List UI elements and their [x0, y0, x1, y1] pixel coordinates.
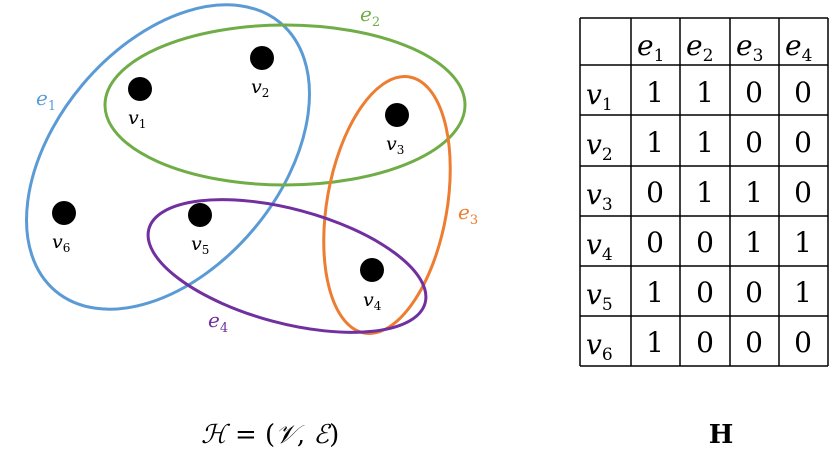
matrix-cell: 1: [696, 76, 714, 109]
matrix-col-header-e2: e2: [686, 29, 713, 66]
matrix-cell: 1: [646, 276, 664, 309]
matrix-cell: 0: [646, 176, 664, 209]
edge-label-e2: e2: [360, 2, 380, 30]
matrix-cell: 0: [745, 276, 763, 309]
edge-label-e3: e3: [458, 200, 478, 228]
vertex-v1: [128, 77, 152, 101]
vertex-label-v1: v1: [128, 107, 146, 131]
matrix-cell: 1: [794, 226, 812, 259]
hyperedge-e2: [103, 23, 467, 187]
hyperedge-e3: [322, 75, 452, 335]
hyperedge-e1: [25, 3, 311, 311]
matrix-cell: 1: [794, 276, 812, 309]
matrix-cell: 0: [696, 276, 714, 309]
vertex-label-v4: v4: [363, 289, 382, 313]
vertex-v2: [250, 46, 274, 70]
incidence-matrix: [579, 17, 829, 367]
vertex-label-v6: v6: [52, 231, 70, 255]
matrix-cell: 1: [745, 226, 763, 259]
vertex-v5: [188, 203, 212, 227]
matrix-cell: 0: [696, 326, 714, 359]
matrix-col-header-e1: e1: [637, 29, 664, 66]
vertex-label-v3: v3: [386, 133, 404, 157]
edge-label-e1: e1: [36, 86, 56, 114]
matrix-cell: 0: [646, 226, 664, 259]
vertex-v3: [385, 103, 409, 127]
matrix-cell: 1: [696, 126, 714, 159]
edge-label-e4: e4: [208, 308, 228, 336]
matrix-row-header-v4: v4: [586, 228, 613, 265]
matrix-cell: 1: [646, 326, 664, 359]
hypergraph-caption: ℋ = (𝒱, ℰ): [201, 420, 339, 450]
matrix-cell: 0: [745, 326, 763, 359]
matrix-cell: 1: [646, 126, 664, 159]
matrix-cell: 0: [794, 126, 812, 159]
matrix-cell: 1: [696, 176, 714, 209]
matrix-col-header-e3: e3: [736, 29, 763, 66]
matrix-cells: 1 1 0 0 1 1 0 0 0 1 1 0 0 0 1 1 1 0 0 1 …: [646, 76, 812, 359]
vertex-label-v2: v2: [251, 76, 269, 100]
matrix-cell: 0: [696, 226, 714, 259]
matrix-row-header-v1: v1: [586, 78, 613, 115]
matrix-row-header-v2: v2: [586, 128, 613, 165]
matrix-cell: 0: [794, 326, 812, 359]
matrix-col-header-e4: e4: [785, 29, 812, 66]
matrix-cell: 0: [794, 176, 812, 209]
matrix-row-header-v5: v5: [586, 278, 613, 315]
matrix-row-header-v3: v3: [586, 178, 613, 215]
matrix-row-header-v6: v6: [586, 328, 613, 365]
matrix-cell: 1: [745, 176, 763, 209]
vertex-v4: [360, 258, 384, 282]
matrix-cell: 0: [745, 126, 763, 159]
vertex-v6: [52, 201, 76, 225]
vertex-label-v5: v5: [191, 233, 209, 257]
matrix-caption: H: [709, 420, 734, 450]
matrix-cell: 1: [646, 76, 664, 109]
matrix-cell: 0: [745, 76, 763, 109]
hyperedge-e4: [146, 198, 428, 334]
matrix-cell: 0: [794, 76, 812, 109]
